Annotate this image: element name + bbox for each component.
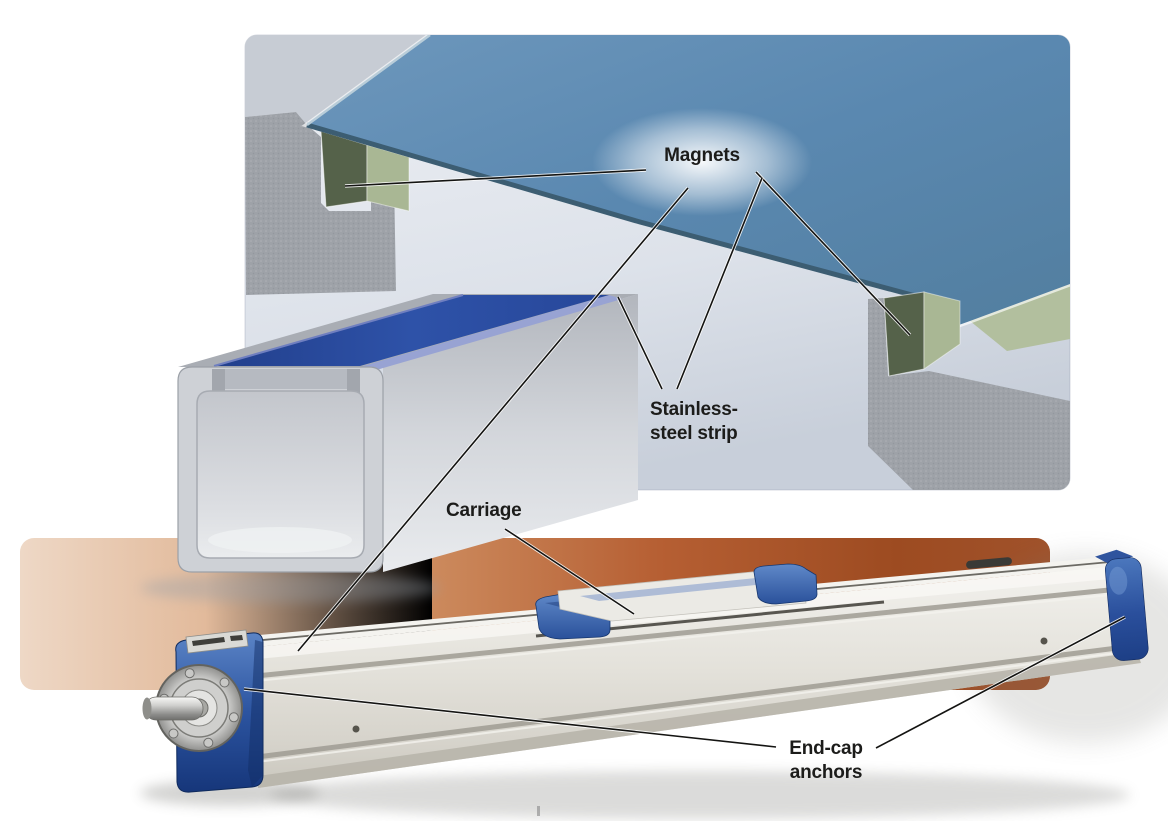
end-cap-left bbox=[142, 629, 264, 793]
body-bottom-chamfer bbox=[258, 652, 1141, 788]
flange-bolt bbox=[168, 728, 179, 739]
label-endcap-line1: End-cap bbox=[789, 738, 863, 759]
label-stainless-line2: steel strip bbox=[650, 423, 738, 444]
extrusion-tube bbox=[140, 294, 638, 603]
carriage-plate-strip bbox=[580, 578, 775, 601]
end-cap-left-shading bbox=[248, 640, 263, 787]
bracket-slot-1 bbox=[192, 637, 225, 646]
tube-slot-notch-left bbox=[212, 369, 225, 396]
rail-front-face-left-texture bbox=[245, 112, 396, 295]
seal-strip-edge-highlight bbox=[213, 294, 464, 367]
seal-strip bbox=[214, 295, 609, 366]
actuator-shadow bbox=[270, 771, 1130, 819]
tick-mark bbox=[537, 806, 540, 816]
label-stainless-steel-strip: Stainless- steel strip bbox=[650, 398, 770, 446]
leader-magnets-left bbox=[344, 169, 647, 187]
magnet-right bbox=[883, 291, 925, 377]
body-groove-upper bbox=[255, 586, 1120, 679]
flange-bolt bbox=[228, 712, 239, 723]
label-magnets: Magnets bbox=[640, 144, 764, 168]
label-magnets-text: Magnets bbox=[664, 145, 740, 166]
leader-carriage bbox=[504, 528, 635, 615]
rail-green-ledge-right bbox=[970, 284, 1070, 351]
strip-slot-right bbox=[966, 557, 1012, 569]
leader-endcap-left bbox=[243, 688, 777, 748]
drive-shaft bbox=[144, 696, 204, 721]
body-groove-upper-highlight bbox=[255, 593, 1120, 682]
mounting-hole-right bbox=[1040, 637, 1048, 645]
bracket-slot-2 bbox=[230, 635, 243, 641]
end-cap-right-top bbox=[1095, 549, 1134, 565]
end-cap-right bbox=[1095, 549, 1149, 661]
rail-front-face-right-texture bbox=[868, 298, 1070, 490]
steel-sheet-left-edge-highlight bbox=[306, 35, 431, 127]
label-end-cap-anchors: End-cap anchors bbox=[764, 737, 888, 785]
leader-endcap-right bbox=[875, 616, 1126, 749]
label-stainless-line1: Stainless- bbox=[650, 399, 738, 420]
leader-magnets-actuator bbox=[297, 187, 689, 652]
label-carriage-text: Carriage bbox=[446, 500, 522, 521]
carriage-foot-right bbox=[753, 563, 818, 605]
label-carriage: Carriage bbox=[446, 499, 546, 523]
tube-cavity bbox=[196, 390, 365, 559]
label-endcap-line2: anchors bbox=[789, 762, 863, 783]
tube-shadow bbox=[140, 573, 440, 603]
body-front-face bbox=[256, 566, 1141, 788]
mounting-hole-left bbox=[352, 725, 360, 733]
drive-shaft-tip bbox=[142, 697, 152, 720]
flange-bolt bbox=[203, 737, 214, 748]
body-groove-lower-highlight bbox=[256, 650, 1134, 763]
tube-side-face bbox=[383, 294, 638, 572]
rail-top-surface-left bbox=[245, 35, 430, 125]
leader-strip-sheet bbox=[676, 177, 763, 390]
tube-cavity-floor-highlight bbox=[208, 527, 352, 553]
end-cap-right-face bbox=[1104, 557, 1149, 661]
end-cap-right-sheen bbox=[1109, 566, 1128, 595]
body-groove-lower bbox=[256, 643, 1134, 760]
flange-bolt bbox=[184, 668, 195, 679]
leader-strip-tube bbox=[617, 296, 663, 390]
linear-actuator bbox=[140, 549, 1149, 819]
carriage bbox=[535, 563, 885, 640]
magnet-right-side-face bbox=[923, 291, 961, 370]
flange-bolt bbox=[219, 677, 230, 688]
tube-slot-channel bbox=[212, 369, 360, 389]
tube-slot-notch-right bbox=[347, 369, 360, 396]
leader-magnets-right bbox=[755, 171, 911, 336]
leader-lines bbox=[243, 168, 1126, 750]
seal-strip-bevel bbox=[360, 295, 622, 371]
